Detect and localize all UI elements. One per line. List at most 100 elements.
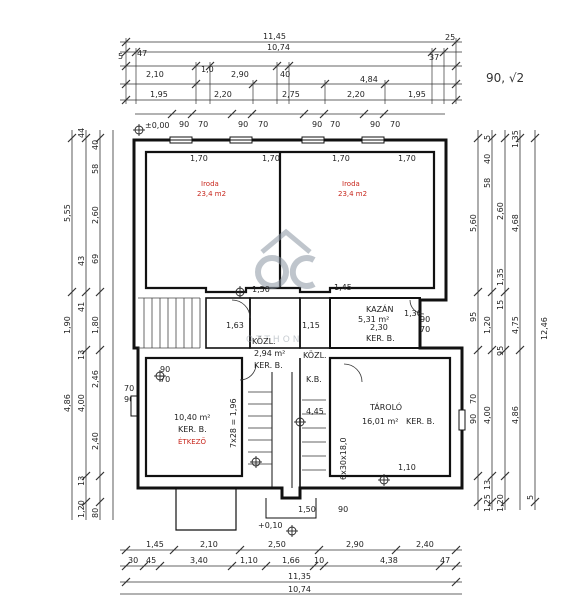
left-dim-q: 13 bbox=[77, 476, 86, 486]
room-tarolo: TÁROLÓ 16,01 m² KER. B. 1,10 bbox=[362, 401, 435, 472]
room-name: ÉTKEZŐ bbox=[178, 437, 207, 446]
right-dim-b: 1,35 bbox=[511, 130, 520, 148]
right-dim-t: 13 bbox=[483, 480, 492, 490]
right-dim-s: 1,20 bbox=[496, 494, 505, 512]
room-floor: KER. B. bbox=[366, 334, 395, 343]
bottom-dim-11: 10 bbox=[314, 556, 324, 565]
left-dim-s: 80 bbox=[91, 508, 100, 518]
left-dim-j: 13 bbox=[77, 350, 86, 360]
right-dim-n: 4,86 bbox=[511, 406, 520, 424]
room-kazan: KAZÁN 5,31 m² KER. B. 2,30 1,30 bbox=[358, 303, 422, 343]
dim-left-small: 47 bbox=[137, 49, 147, 58]
right-dim-o: 4,00 bbox=[483, 406, 492, 424]
room-iroda-left: Iroda 23,4 m2 1,70 bbox=[190, 154, 226, 198]
right-dim-d: 4,68 bbox=[511, 214, 520, 232]
stair-note: 7x28 = 1,96 bbox=[229, 398, 238, 448]
left-dimension-chains bbox=[67, 130, 114, 520]
left-dim-g: 41 bbox=[77, 302, 86, 312]
bottom-dim-8: 3,40 bbox=[190, 556, 208, 565]
left-dim-overall: 5,55 bbox=[63, 204, 72, 222]
dim-row3-d: 2,20 bbox=[347, 90, 365, 99]
left-dim-c: 58 bbox=[91, 164, 100, 174]
interior-stair bbox=[248, 391, 326, 471]
room-area: 23,4 m2 bbox=[197, 190, 226, 198]
bottom-dim-9: 1,10 bbox=[240, 556, 258, 565]
dim-row2-e: 4,84 bbox=[360, 75, 378, 84]
right-dim-e: 2,60 bbox=[496, 202, 505, 220]
left-dim-f: 43 bbox=[77, 256, 86, 266]
dim-row3-c: 2,75 bbox=[282, 90, 300, 99]
left-dim-i: 1,80 bbox=[91, 316, 100, 334]
room-wall-dim: 1,70 bbox=[332, 154, 350, 163]
label-misc-9: 70 bbox=[160, 375, 170, 384]
room-name: TÁROLÓ bbox=[369, 401, 402, 412]
right-dim-q: 90 bbox=[469, 414, 478, 424]
right-dim-j: 1,20 bbox=[483, 316, 492, 334]
room-area: 10,40 m² bbox=[174, 413, 210, 422]
right-dim-k: 4,75 bbox=[511, 316, 520, 334]
bottom-dim-13: 47 bbox=[440, 556, 450, 565]
dim-row3-a: 1,95 bbox=[150, 90, 168, 99]
right-dim-a: 5 bbox=[483, 135, 492, 140]
dim-row2-c: 2,90 bbox=[231, 70, 249, 79]
dim-row3-e: 1,95 bbox=[408, 90, 426, 99]
room-floor: K.B. bbox=[306, 375, 322, 384]
room-floor: KER. B. bbox=[406, 417, 435, 426]
dim-opening-6: 70 bbox=[330, 120, 340, 129]
right-dim-h: 1,35 bbox=[496, 268, 505, 286]
left-dim-o: 70 bbox=[124, 384, 134, 393]
room-area: 5,31 m² bbox=[358, 315, 389, 324]
right-dim-i: 95 bbox=[469, 312, 478, 322]
bottom-dim-7: 45 bbox=[146, 556, 156, 565]
elevation-label: ±0,00 bbox=[145, 121, 170, 130]
label-misc-6: 1,45 bbox=[334, 283, 352, 292]
room-name: KÖZL. bbox=[303, 350, 327, 360]
dim-opening-3: 90 bbox=[238, 120, 248, 129]
stair-landing: 90 bbox=[338, 505, 348, 514]
label-misc-11: 70 bbox=[420, 325, 430, 334]
exterior-stair bbox=[138, 297, 201, 349]
room-floor: KER. B. bbox=[254, 361, 283, 370]
stair-width: 1,50 bbox=[298, 505, 316, 514]
stair-note-2: 6x30x18,0 bbox=[339, 437, 348, 480]
elevation-marker: ±0,00 bbox=[133, 121, 170, 136]
label-misc-8: 90 bbox=[160, 365, 170, 374]
left-dim-b: 40 bbox=[91, 140, 100, 150]
dim-right-end: 25 bbox=[445, 33, 455, 42]
left-dim-a: 44 bbox=[77, 128, 86, 138]
room-wall-dim: 1,10 bbox=[398, 463, 416, 472]
right-dim-r: 1,25 bbox=[483, 494, 492, 512]
left-dim-l: 4,86 bbox=[63, 394, 72, 412]
dim-opening-4: 70 bbox=[258, 120, 268, 129]
bottom-dim-10: 1,66 bbox=[282, 556, 300, 565]
dim-total-top: 11,45 bbox=[263, 32, 286, 41]
room-wall-dim: 1,70 bbox=[190, 154, 208, 163]
dim-opening-2: 70 bbox=[198, 120, 208, 129]
label-misc-2: 1,70 bbox=[398, 154, 416, 163]
room-iroda-right: Iroda 23,4 m2 1,70 bbox=[332, 154, 367, 198]
room-area: 16,01 m² bbox=[362, 417, 398, 426]
right-dim-g: 40 bbox=[483, 154, 492, 164]
building-walls bbox=[132, 138, 464, 531]
dim-row2-b: 1,0 bbox=[201, 65, 214, 74]
top-dimension-chains bbox=[120, 37, 462, 119]
dim-row3-b: 2,20 bbox=[214, 90, 232, 99]
room-dim-a: 2,30 bbox=[370, 323, 388, 332]
label-misc-4: 1,15 bbox=[302, 321, 320, 330]
left-dim-k: 2,46 bbox=[91, 370, 100, 388]
room-name: Iroda bbox=[201, 180, 219, 188]
watermark-text: OTTHON bbox=[246, 335, 303, 345]
right-dim-overall: 12,46 bbox=[540, 317, 549, 340]
level-markers bbox=[154, 286, 390, 537]
right-dim-f: 58 bbox=[483, 178, 492, 188]
label-misc-1: 1,70 bbox=[262, 154, 280, 163]
dim-row2-a: 2,10 bbox=[146, 70, 164, 79]
label-misc-3: 1,63 bbox=[226, 321, 244, 330]
right-dimension-chains bbox=[473, 130, 540, 510]
room-name: KÖZL. bbox=[252, 336, 276, 346]
right-dim-l: 15 bbox=[496, 300, 505, 310]
bottom-dim-5: 2,40 bbox=[416, 540, 434, 549]
handwritten-note: 90, √2 bbox=[486, 71, 524, 85]
windows bbox=[130, 136, 466, 431]
room-etkezo: 10,40 m² KER. B. ÉTKEZŐ bbox=[174, 413, 210, 446]
